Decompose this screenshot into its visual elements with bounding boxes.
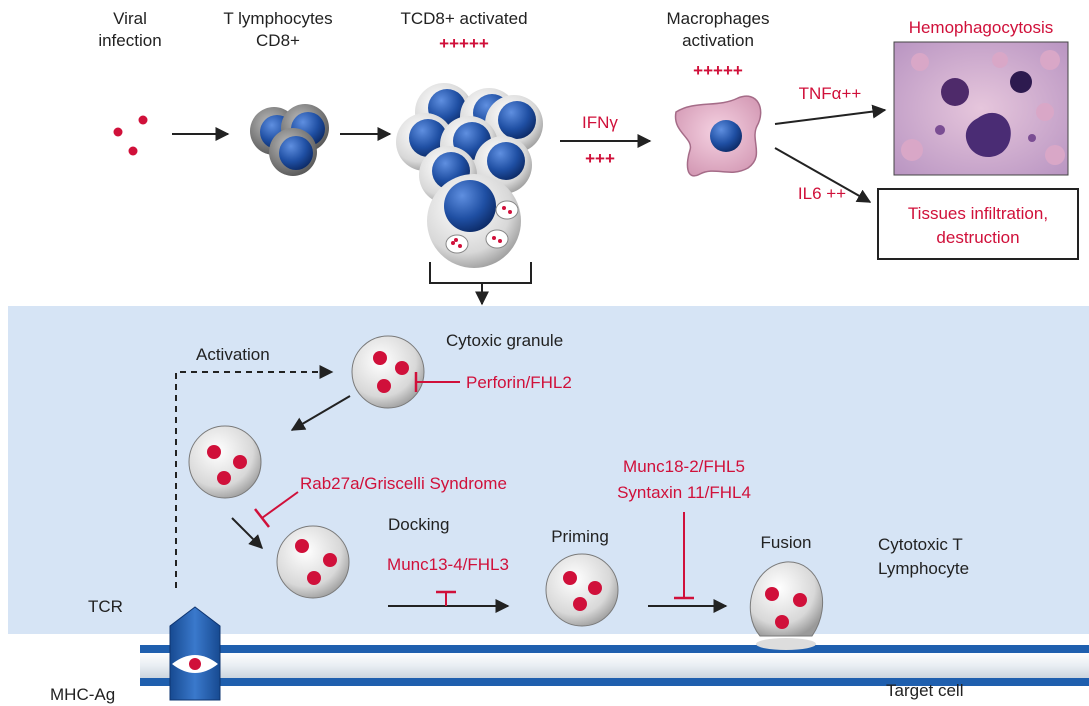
rab27a-label: Rab27a/Griscelli Syndrome	[300, 474, 507, 493]
arrow-transport-to-docking	[231, 517, 263, 549]
macrophage-level: +++++	[693, 61, 743, 80]
tissues-infiltration-box	[877, 188, 1079, 260]
tcd8-activated-label: TCD8+ activated	[400, 9, 527, 28]
top-labels: Viral infection T lymphocytes CD8+ TCD8+…	[98, 9, 1053, 247]
munc18-label: Munc18-2/FHL5	[623, 457, 745, 476]
priming-granule-cell	[545, 553, 619, 627]
perforin-label: Perforin/FHL2	[466, 373, 572, 392]
antigen-dot	[189, 658, 201, 670]
granule-small	[485, 229, 509, 249]
tissues-label-2: destruction	[936, 228, 1019, 247]
fusion-label: Fusion	[760, 533, 811, 552]
macrophages-label-1: Macrophages	[666, 9, 769, 28]
syntaxin-label: Syntaxin 11/FHL4	[617, 483, 751, 502]
priming-label: Priming	[551, 527, 609, 546]
cytoxic-granule-cell	[351, 335, 425, 409]
hemophagocytosis-histology-image	[893, 41, 1069, 176]
mhc-ag-label: MHC-Ag	[50, 685, 115, 704]
activation-dashed-arrow	[175, 365, 334, 588]
activated-tcd8-cluster	[396, 83, 543, 268]
tcr-label: TCR	[88, 597, 123, 616]
rab27a-inhibitor	[261, 491, 299, 519]
ifn-level: +++	[585, 149, 615, 168]
activation-label: Activation	[196, 345, 270, 364]
ifn-label: IFNγ	[582, 113, 618, 132]
docking-label: Docking	[388, 515, 449, 534]
viral-infection-label-1: Viral	[113, 9, 147, 28]
arrow-il6	[774, 147, 872, 203]
cytoxic-granule-label: Cytoxic granule	[446, 331, 563, 350]
macrophages-label-2: activation	[682, 31, 754, 50]
arrow-tnf	[774, 104, 887, 125]
target-cell-membrane	[140, 645, 1089, 686]
cytotoxic-t-label-2: Lymphocyte	[878, 559, 969, 578]
pathway-labels: Activation Cytoxic granule Perforin/FHL2…	[50, 331, 969, 704]
rab27a-inhibitor-bar	[254, 508, 270, 528]
viral-infection-label-2: infection	[98, 31, 161, 50]
t-lymphocytes-label-2: CD8+	[256, 31, 300, 50]
target-cell-label: Target cell	[886, 681, 963, 700]
hemophagocytosis-label: Hemophagocytosis	[909, 18, 1054, 37]
t-lymphocytes-label-1: T lymphocytes	[223, 9, 332, 28]
munc13-label: Munc13-4/FHL3	[387, 555, 509, 574]
il6-label: IL6 ++	[798, 184, 846, 203]
tcd8-level: +++++	[439, 34, 489, 53]
macrophage	[674, 95, 762, 177]
granule-small	[445, 234, 469, 254]
fusion-granule-cell	[749, 561, 823, 650]
resting-t-lymphocytes	[250, 104, 329, 176]
transport-granule-cell	[188, 425, 262, 499]
tnf-label: TNFα++	[799, 84, 862, 103]
granule-small	[495, 200, 519, 220]
cluster-bracket	[429, 262, 532, 284]
docking-granule-cell	[276, 525, 350, 599]
arrow-granule-to-transport	[290, 395, 351, 431]
tissues-label-1: Tissues infiltration,	[908, 204, 1048, 223]
tcr-receptor	[169, 606, 221, 701]
virus-particles	[113, 115, 148, 156]
cytotoxic-t-label-1: Cytotoxic T	[878, 535, 963, 554]
